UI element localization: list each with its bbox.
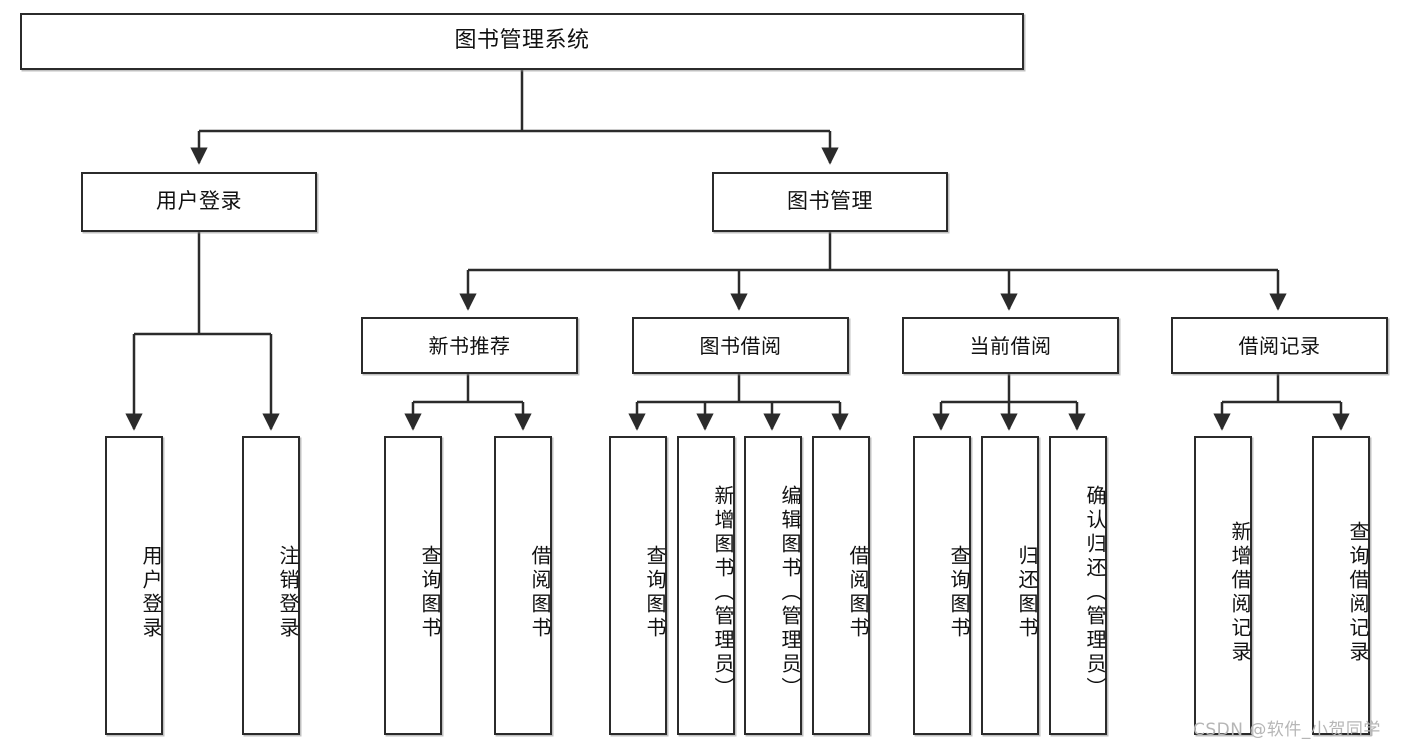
leaf-borrow-borrow-book[interactable]: 借阅图书 (812, 436, 870, 735)
node-borrow-record[interactable]: 借阅记录 (1171, 317, 1388, 374)
leaf-current-confirm-return-admin[interactable]: 确认归还（管理员） (1049, 436, 1107, 735)
leaf-user-login-signout[interactable]: 注销登录 (242, 436, 300, 735)
leaf-recommend-borrow-book[interactable]: 借阅图书 (494, 436, 552, 735)
node-book-borrow[interactable]: 图书借阅 (632, 317, 849, 374)
leaf-current-query-book[interactable]: 查询图书 (913, 436, 971, 735)
node-root-system[interactable]: 图书管理系统 (20, 13, 1024, 70)
leaf-borrow-edit-book-admin[interactable]: 编辑图书（管理员） (744, 436, 802, 735)
leaf-record-add-record[interactable]: 新增借阅记录 (1194, 436, 1252, 735)
node-current-borrow[interactable]: 当前借阅 (902, 317, 1119, 374)
leaf-borrow-add-book-admin[interactable]: 新增图书（管理员） (677, 436, 735, 735)
csdn-watermark: CSDN @软件_小贺同学 (1193, 720, 1381, 740)
node-book-management[interactable]: 图书管理 (712, 172, 948, 232)
leaf-recommend-query-book[interactable]: 查询图书 (384, 436, 442, 735)
leaf-current-return-book[interactable]: 归还图书 (981, 436, 1039, 735)
leaf-record-query-record[interactable]: 查询借阅记录 (1312, 436, 1370, 735)
leaf-user-login-signin[interactable]: 用户登录 (105, 436, 163, 735)
node-user-login[interactable]: 用户登录 (81, 172, 317, 232)
node-new-book-recommend[interactable]: 新书推荐 (361, 317, 578, 374)
leaf-borrow-query-book[interactable]: 查询图书 (609, 436, 667, 735)
